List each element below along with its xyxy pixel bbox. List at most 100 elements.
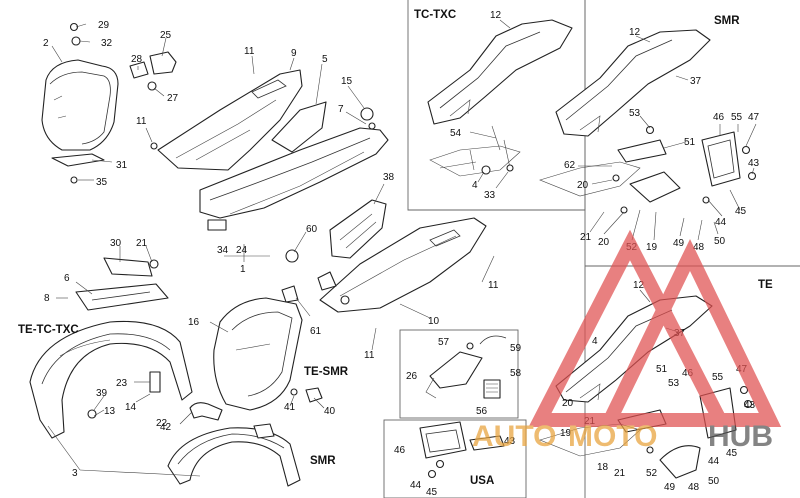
callout-23: 23 xyxy=(116,378,128,389)
callout-5: 5 xyxy=(322,54,328,65)
callout-48-b: 48 xyxy=(688,482,700,493)
callout-46-c: 46 xyxy=(394,445,406,456)
callout-10: 10 xyxy=(428,316,440,327)
small-hardware-topleft xyxy=(69,22,177,184)
callout-27: 27 xyxy=(167,93,179,104)
te-smr-box xyxy=(399,329,519,419)
callout-38: 38 xyxy=(383,172,395,183)
callout-24: 24 xyxy=(236,245,248,256)
callout-12-a: 12 xyxy=(490,10,502,21)
headlight-mask xyxy=(213,249,337,411)
callout-45-a: 45 xyxy=(735,206,747,217)
callout-31: 31 xyxy=(116,160,128,171)
callout-11-c: 11 xyxy=(488,280,499,291)
callout-25: 25 xyxy=(160,30,172,41)
watermark-triangle-right xyxy=(598,238,782,427)
callout-21-b: 21 xyxy=(580,232,592,243)
right-side-panel xyxy=(319,217,487,313)
callout-8: 8 xyxy=(44,293,50,304)
callout-12-b: 12 xyxy=(629,27,641,38)
callout-42: 42 xyxy=(160,422,172,433)
callout-26: 26 xyxy=(406,371,418,382)
leader-lines xyxy=(47,19,757,477)
callout-62: 62 xyxy=(564,160,576,171)
callout-4-b: 4 xyxy=(592,336,598,347)
callout-44-a: 44 xyxy=(715,217,727,228)
callout-52-b: 52 xyxy=(646,468,658,479)
left-side-panel xyxy=(157,69,303,171)
callout-44-b: 44 xyxy=(708,456,720,467)
callout-43-c: 43 xyxy=(504,436,516,447)
callout-7: 7 xyxy=(338,104,344,115)
callout-43-b: 43 xyxy=(744,400,756,411)
callout-21-d: 21 xyxy=(614,468,626,479)
watermark-text-hub: HUB xyxy=(708,420,773,453)
group-label-te-tc-txc: TE-TC-TXC xyxy=(18,324,79,336)
callout-48-a: 48 xyxy=(693,242,705,253)
callout-54: 54 xyxy=(450,128,462,139)
te-smr-box-parts xyxy=(425,335,507,399)
callout-50-a: 50 xyxy=(714,236,726,247)
front-fender-smr xyxy=(167,423,301,487)
callout-6: 6 xyxy=(64,273,70,284)
callout-3: 3 xyxy=(72,468,78,479)
callout-34: 34 xyxy=(217,245,229,256)
callout-61: 61 xyxy=(310,326,322,337)
callout-11-b: 11 xyxy=(244,46,255,57)
callout-18: 18 xyxy=(597,462,609,473)
callout-20-c: 20 xyxy=(562,398,574,409)
callout-14: 14 xyxy=(125,402,137,413)
callout-41: 41 xyxy=(284,402,296,413)
fender-bracket xyxy=(75,257,169,311)
group-label-te: TE xyxy=(758,279,773,291)
callout-4-a: 4 xyxy=(472,180,478,191)
callout-58: 58 xyxy=(510,368,522,379)
front-number-plate xyxy=(41,59,119,167)
panel-38 xyxy=(329,199,387,259)
callout-20-b: 20 xyxy=(598,237,610,248)
callout-55-b: 55 xyxy=(712,372,724,383)
callout-45-b: 45 xyxy=(726,448,738,459)
callout-19-b: 19 xyxy=(560,428,572,439)
callout-19-a: 19 xyxy=(646,242,658,253)
callout-50-b: 50 xyxy=(708,476,720,487)
callout-35: 35 xyxy=(96,177,108,188)
callout-13: 13 xyxy=(104,406,116,417)
callout-55-a: 55 xyxy=(731,112,743,123)
callout-53-a: 53 xyxy=(629,108,641,119)
group-label-smr-bottom: SMR xyxy=(310,455,336,467)
callout-39: 39 xyxy=(96,388,108,399)
group-label-te-smr: TE-SMR xyxy=(304,366,349,378)
callout-37-a: 37 xyxy=(690,76,702,87)
callout-53-b: 53 xyxy=(668,378,680,389)
callout-59: 59 xyxy=(510,343,522,354)
callout-44-c: 44 xyxy=(410,480,422,491)
callout-2: 2 xyxy=(43,38,49,49)
group-label-smr-top: SMR xyxy=(714,15,740,27)
callout-32: 32 xyxy=(101,38,113,49)
rear-fender-smr xyxy=(539,29,757,214)
watermark-text-moto: MOTO xyxy=(568,420,657,453)
callout-15: 15 xyxy=(341,76,353,87)
callout-56: 56 xyxy=(476,406,488,417)
clamp-42 xyxy=(189,402,223,421)
callout-30: 30 xyxy=(110,238,122,249)
watermark: AUTO MOTO HUB xyxy=(472,229,782,453)
callout-33: 33 xyxy=(484,190,496,201)
callout-11-d: 11 xyxy=(364,350,375,361)
callout-43-a: 43 xyxy=(748,158,760,169)
te-smr-parts xyxy=(290,387,323,403)
callout-40: 40 xyxy=(324,406,336,417)
callout-46-b: 46 xyxy=(682,368,694,379)
usa-box xyxy=(383,419,527,498)
callout-20-a: 20 xyxy=(577,180,589,191)
callout-21-a: 21 xyxy=(136,238,148,249)
callout-47-a: 47 xyxy=(748,112,760,123)
callout-49-a: 49 xyxy=(673,238,685,249)
callout-9: 9 xyxy=(291,48,297,59)
callout-45-c: 45 xyxy=(426,487,438,498)
usa-box-parts xyxy=(419,421,505,479)
seat xyxy=(199,107,389,231)
